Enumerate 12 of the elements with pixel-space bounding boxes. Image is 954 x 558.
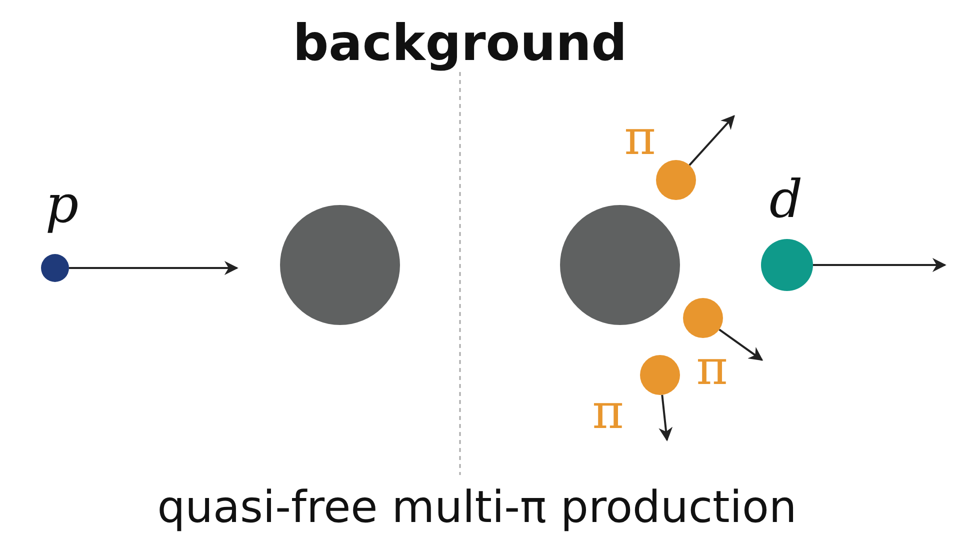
caption: quasi-free multi-π production <box>157 482 797 533</box>
particle-label: d <box>769 174 803 226</box>
particle-label: p <box>45 179 79 231</box>
particle-label: π <box>624 114 656 162</box>
arrow <box>688 114 735 166</box>
arrow <box>69 261 238 275</box>
arrow <box>658 394 673 442</box>
particle-label: π <box>592 388 624 436</box>
arrow <box>718 328 764 361</box>
title: background <box>292 14 628 72</box>
arrow <box>813 258 946 272</box>
particle-label: π <box>696 344 728 392</box>
